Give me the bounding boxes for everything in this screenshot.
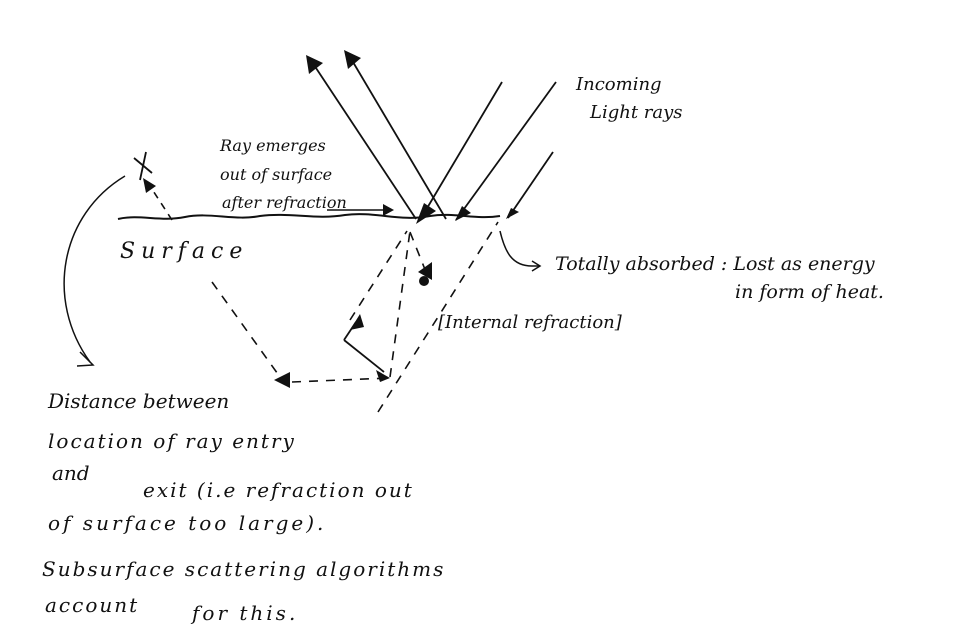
- absorbed-point-dot: [419, 276, 429, 286]
- arrowhead-ray-3: [506, 208, 519, 219]
- scatter-path-to-absorb: [409, 231, 427, 273]
- incoming-ray-1: [419, 81, 503, 221]
- internal-bounce: [343, 321, 385, 373]
- note-line-6b: for this.: [190, 601, 298, 625]
- internal-arrowheads: [274, 262, 432, 388]
- reflected-ray-2: [349, 56, 447, 220]
- scatter-path-left-diagonal: [211, 281, 281, 378]
- note-curve-arrowhead: [76, 351, 95, 367]
- note-line-2: location of ray entry: [48, 429, 296, 453]
- incoming-arrowheads: [416, 203, 519, 224]
- scatter-path-lower-left: [349, 230, 408, 321]
- incoming-ray-2: [455, 81, 557, 221]
- incoming-label-line1: Incoming: [575, 74, 662, 95]
- absorbed-label-line2: in form of heat.: [735, 281, 884, 303]
- internal-scatter-paths: [211, 221, 499, 413]
- incoming-ray-3: [507, 151, 554, 219]
- surface-line: [117, 213, 501, 220]
- note-line-6a: account: [45, 593, 139, 617]
- reflected-ray-1: [311, 61, 417, 220]
- reflected-arrowheads: [306, 50, 361, 74]
- bottom-arrowhead: [274, 372, 290, 388]
- emerges-label-line2: out of surface: [220, 165, 332, 184]
- absorbed-pointer: [499, 230, 540, 267]
- note-line-1: Distance between: [47, 389, 229, 413]
- note-line-3a: and: [52, 461, 90, 485]
- note-line-5: Subsurface scattering algorithms: [42, 557, 445, 581]
- arrowhead-ray-2: [455, 206, 471, 221]
- scatter-path-bottom: [291, 377, 391, 383]
- absorbed-pointer-head: [531, 260, 542, 272]
- surface-label: Surface: [120, 239, 248, 264]
- arrowhead-ray-1: [416, 203, 436, 224]
- scatter-path-up: [389, 230, 411, 378]
- incoming-label-line2: Light rays: [589, 102, 683, 123]
- internal-refraction-label: [Internal refraction]: [438, 312, 623, 333]
- reflected-rays: [311, 56, 447, 220]
- emerge-pointer-arrowhead: [383, 204, 394, 216]
- absorbed-ray-arrowhead: [418, 262, 432, 280]
- note-curve-pointer: [63, 175, 126, 363]
- absorbed-label-line1: Totally absorbed : Lost as energy: [555, 253, 875, 275]
- bounce-arrowhead-up: [350, 314, 364, 330]
- exit-point-x-mark: [133, 151, 153, 181]
- note-line-4: of surface too large).: [48, 511, 326, 535]
- scatter-path-right-long: [377, 221, 499, 413]
- reflected-arrowhead-1: [306, 55, 323, 74]
- emerged-ray-arrowhead: [143, 178, 156, 193]
- emerges-label-line1: Ray emerges: [219, 136, 326, 155]
- emerges-label-line3: after refraction: [222, 193, 347, 212]
- bounce-arrowhead-down: [376, 370, 390, 382]
- incoming-rays: [419, 81, 557, 221]
- note-line-3b: exit (i.e refraction out: [143, 478, 414, 502]
- reflected-arrowhead-2: [344, 50, 361, 69]
